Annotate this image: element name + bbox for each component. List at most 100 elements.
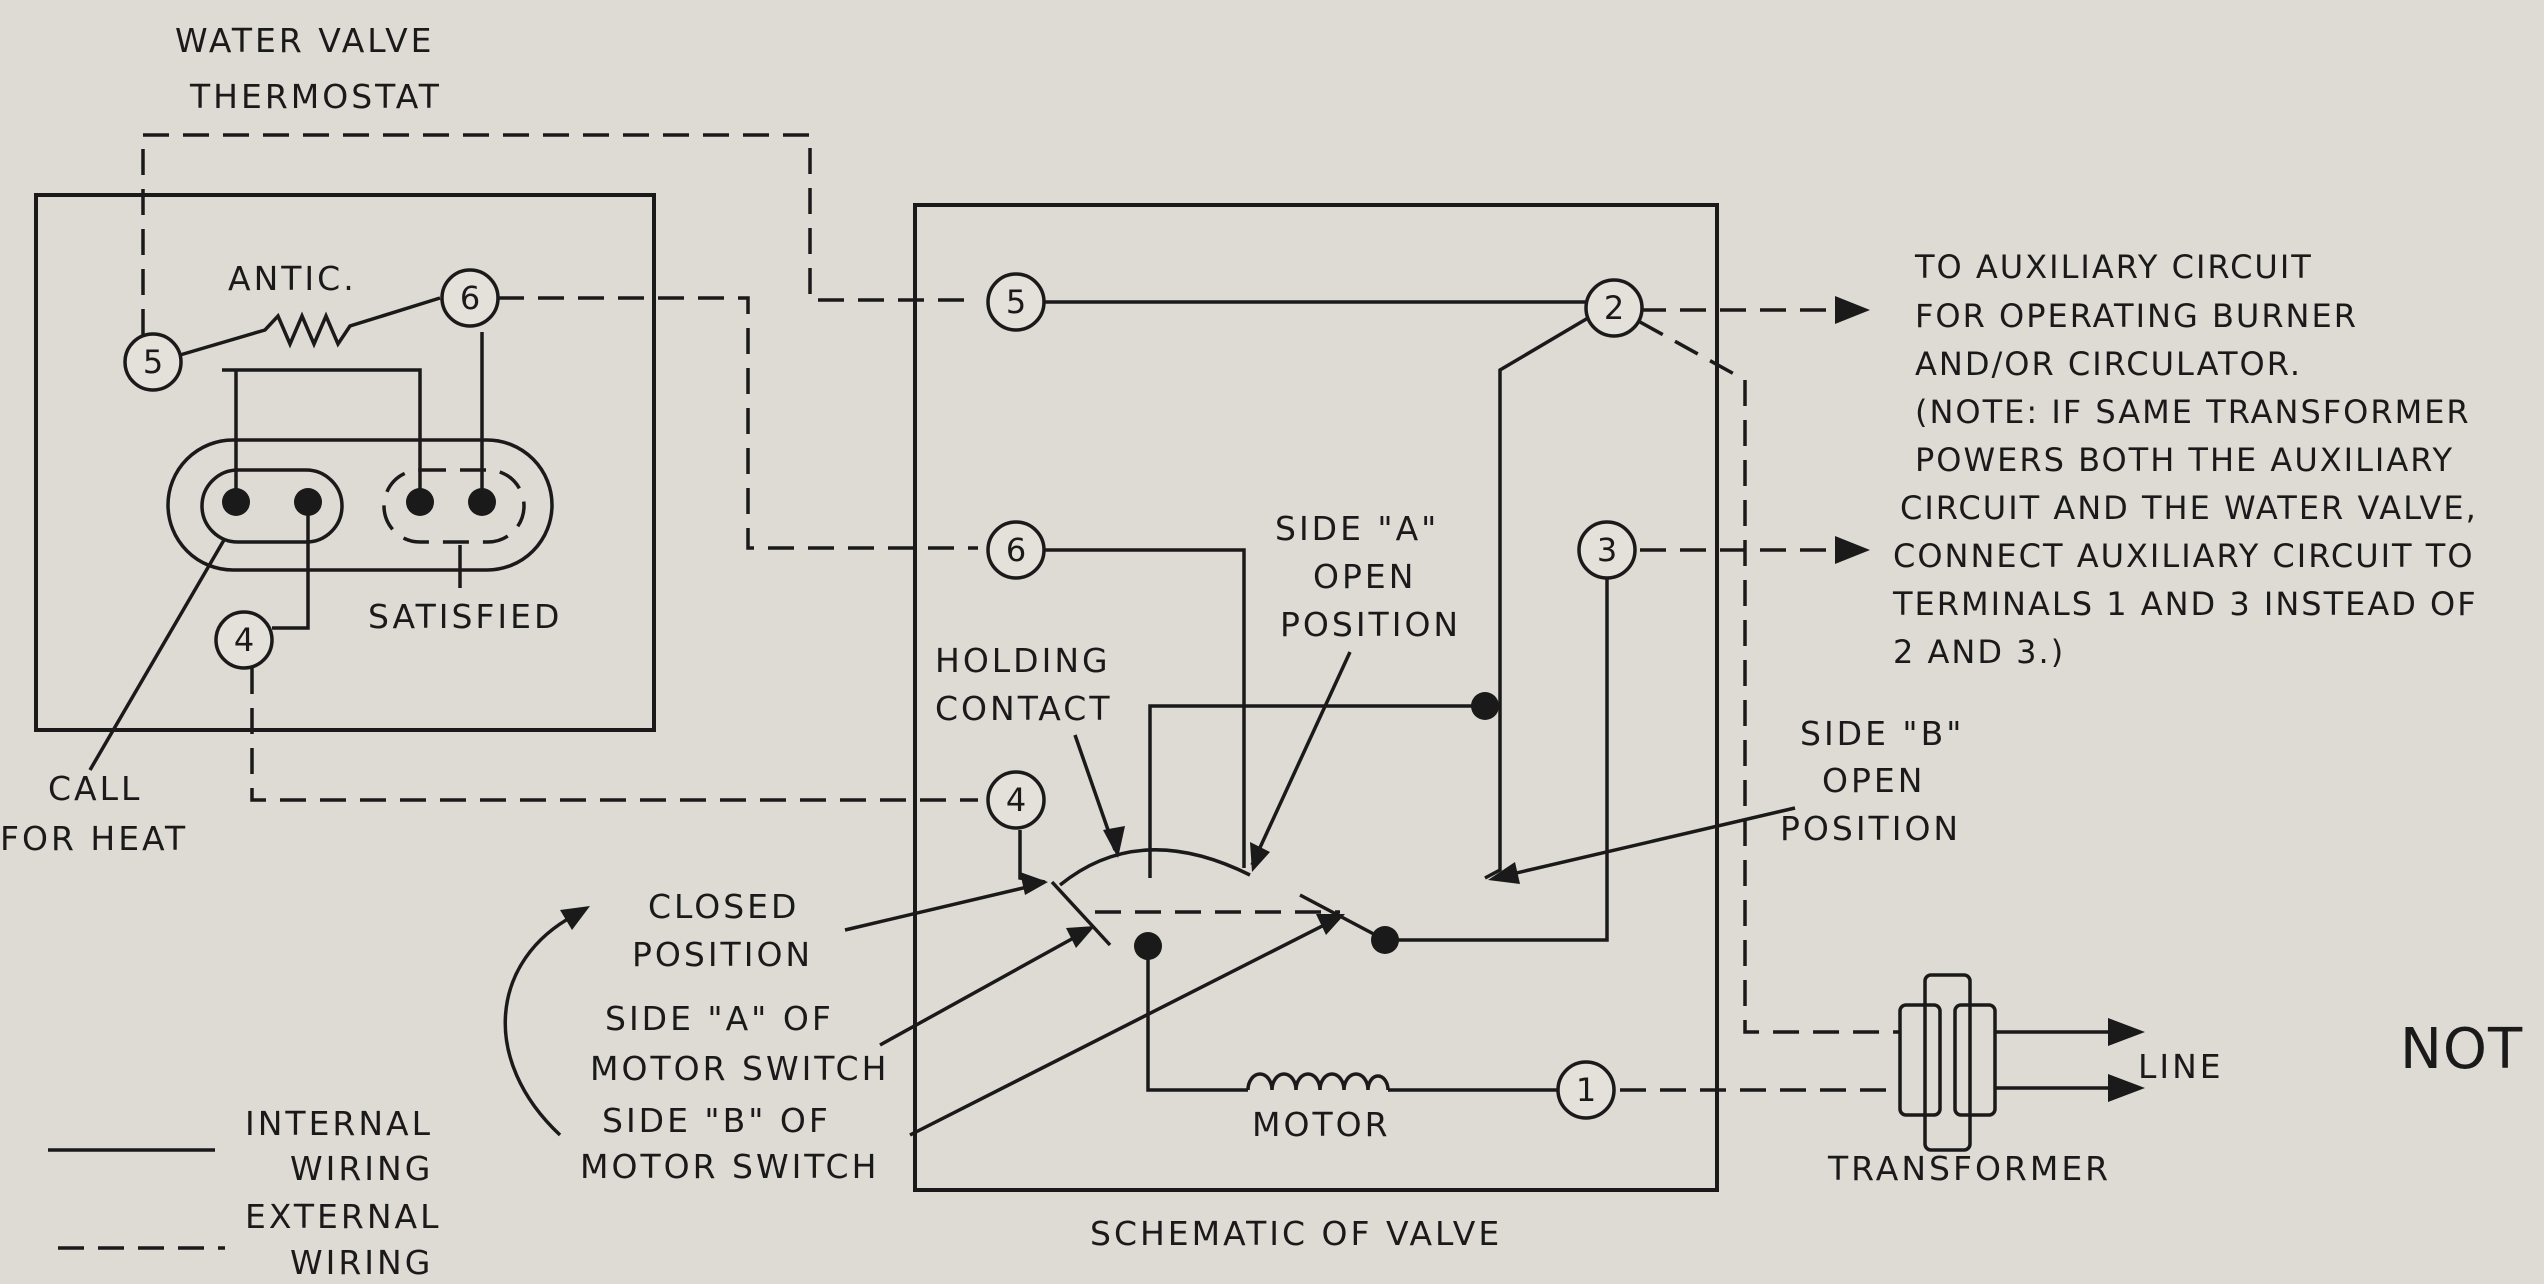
side-a-open-leader xyxy=(1250,651,1352,866)
edge-text: NOT xyxy=(2400,1017,2523,1082)
line-label: LINE xyxy=(2138,1047,2224,1086)
aux-note-line4: (NOTE: IF SAME TRANSFORMER xyxy=(1915,393,2471,431)
ext-wire-t5-v5 xyxy=(141,133,978,335)
side-b-open-line2: OPEN xyxy=(1822,761,1925,800)
call-contacts-outline xyxy=(200,468,344,544)
valve-caption: SCHEMATIC OF VALVE xyxy=(1090,1214,1502,1253)
valve-terminal-3 xyxy=(1577,520,1637,580)
transformer: LINE TRANSFORMER xyxy=(1827,973,2224,1188)
closed-position-line1: CLOSED xyxy=(648,887,799,926)
valve-terminal-6-label: 6 xyxy=(1006,531,1026,569)
thermostat-box xyxy=(34,193,656,732)
junction-dot xyxy=(1471,692,1499,720)
side-b-open-leader xyxy=(1494,806,1796,880)
closed-position-arrow xyxy=(1020,872,1048,895)
valve-terminal-2-label: 2 xyxy=(1604,289,1624,327)
transformer-label: TRANSFORMER xyxy=(1827,1149,2111,1188)
satisfied-label: SATISFIED xyxy=(368,597,562,636)
legend-external-line1: EXTERNAL xyxy=(245,1197,441,1236)
valve-terminal-6 xyxy=(986,520,1046,580)
holding-contact-line1: HOLDING xyxy=(935,641,1111,680)
aux-note-line7: CONNECT AUXILIARY CIRCUIT TO xyxy=(1893,537,2475,575)
call-contact-1 xyxy=(222,488,250,516)
legend-internal-line1: INTERNAL xyxy=(245,1104,433,1143)
switch-capsule xyxy=(166,438,554,572)
valve-terminal-4-label: 4 xyxy=(1006,781,1026,819)
valve-box xyxy=(913,203,1719,1192)
aux-note-line8: TERMINALS 1 AND 3 INSTEAD OF xyxy=(1892,585,2478,623)
aux-note-line1: TO AUXILIARY CIRCUIT xyxy=(1914,248,2313,286)
aux-note-line6: CIRCUIT AND THE WATER VALVE, xyxy=(1900,489,2478,527)
side-a-open-line2: OPEN xyxy=(1313,557,1416,596)
side-b-open-line1: SIDE "B" xyxy=(1800,714,1964,753)
aux-note-line5: POWERS BOTH THE AUXILIARY xyxy=(1915,441,2454,479)
side-b-switch-arrow xyxy=(1316,914,1345,935)
int-wire-holding-contact xyxy=(1148,704,1485,878)
motor-coil xyxy=(1246,1072,1390,1091)
aux-note-line3: AND/OR CIRCULATOR. xyxy=(1915,345,2302,383)
transformer-core xyxy=(1923,973,1972,1152)
legend: INTERNAL WIRING EXTERNAL WIRING xyxy=(48,1104,441,1282)
side-a-switch-arrow xyxy=(1066,926,1095,948)
call-for-heat-line2: FOR HEAT xyxy=(0,819,188,858)
valve-terminal-1-label: 1 xyxy=(1576,1071,1596,1109)
thermostat-title-line2: THERMOSTAT xyxy=(189,77,442,116)
transformer-secondary xyxy=(1953,1003,1997,1117)
ext-wire-t4-v4 xyxy=(250,668,978,802)
aux-note-line9: 2 AND 3.) xyxy=(1893,633,2065,671)
aux-arrow-1 xyxy=(1835,296,1870,324)
thermostat-wire-4-call xyxy=(272,510,310,630)
motor-label: MOTOR xyxy=(1252,1105,1391,1144)
closed-position-leader xyxy=(844,882,1041,932)
side-a-open-line3: POSITION xyxy=(1280,605,1461,644)
switch-side-a-blade xyxy=(1050,880,1112,947)
thermostat-terminal-4-label: 4 xyxy=(234,621,254,659)
line-arrow-1 xyxy=(2108,1018,2145,1046)
call-for-heat-line1: CALL xyxy=(48,769,142,808)
thermostat-wire-5-satisfied xyxy=(222,368,422,490)
holding-contact-line2: CONTACT xyxy=(935,689,1113,728)
satisfied-contact-2 xyxy=(468,488,496,516)
side-a-open-arrow xyxy=(1250,842,1270,872)
legend-external-line2: WIRING xyxy=(290,1243,433,1282)
valve-schematic: MOTOR 5 2 6 3 4 1 SIDE "A" OPEN POSITION… xyxy=(503,203,1964,1253)
side-b-open-arrow xyxy=(1488,862,1520,884)
auxiliary-note: TO AUXILIARY CIRCUIT FOR OPERATING BURNE… xyxy=(1892,248,2478,671)
valve-terminal-4 xyxy=(986,770,1046,830)
side-a-open-line1: SIDE "A" xyxy=(1275,509,1439,548)
thermostat-terminal-5-label: 5 xyxy=(143,343,163,381)
side-b-open-line3: POSITION xyxy=(1780,809,1961,848)
switch-pivot-a xyxy=(1134,932,1162,960)
side-a-switch-line1: SIDE "A" OF xyxy=(605,999,834,1038)
thermostat-terminal-4 xyxy=(214,610,274,670)
anticipator-label: ANTIC. xyxy=(228,259,357,298)
switch-pivot-b xyxy=(1371,926,1399,954)
valve-terminal-2 xyxy=(1584,278,1644,338)
aux-note-line2: FOR OPERATING BURNER xyxy=(1915,297,2358,335)
call-for-heat-leader xyxy=(88,539,226,771)
switch-side-a-arc xyxy=(1058,848,1251,887)
int-wire-v6-sidea xyxy=(1044,548,1246,868)
holding-contact-arrow xyxy=(1103,826,1125,858)
ext-wire-t6-v6 xyxy=(498,296,978,550)
external-wiring xyxy=(141,133,1900,1092)
side-a-switch-line2: MOTOR SWITCH xyxy=(590,1049,889,1088)
side-b-switch-line1: SIDE "B" OF xyxy=(602,1101,831,1140)
thermostat-title-line1: WATER VALVE xyxy=(175,21,435,60)
int-wire-v3-switch xyxy=(1385,578,1609,942)
valve-terminal-5-label: 5 xyxy=(1006,283,1026,321)
line-arrow-2 xyxy=(2108,1074,2145,1102)
satisfied-contacts-outline xyxy=(382,468,526,544)
satisfied-contact-1 xyxy=(406,488,434,516)
valve-terminal-5 xyxy=(986,272,1046,332)
valve-terminal-1 xyxy=(1556,1060,1616,1120)
anticipator-resistor xyxy=(179,296,441,357)
int-wire-v2-sideb xyxy=(1484,316,1589,880)
bracket-arrow xyxy=(503,913,576,1137)
transformer-primary xyxy=(1898,1003,1942,1117)
thermostat: WATER VALVE THERMOSTAT ANTIC. SATISFIED … xyxy=(0,21,656,858)
valve-terminal-3-label: 3 xyxy=(1597,531,1617,569)
aux-arrow-2 xyxy=(1835,536,1870,564)
